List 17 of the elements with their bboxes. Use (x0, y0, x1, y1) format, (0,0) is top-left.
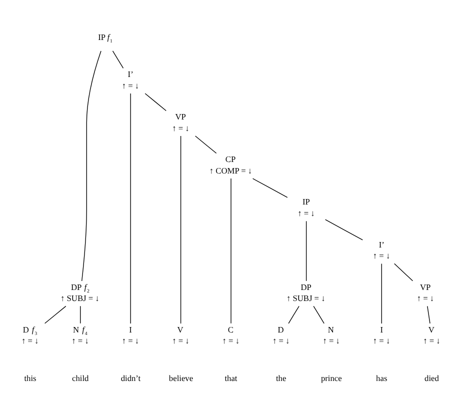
connector (427, 305, 430, 324)
connector (112, 50, 124, 68)
connector (252, 178, 288, 198)
connector (81, 50, 102, 281)
connector (130, 92, 131, 324)
connector (394, 262, 414, 281)
connector (306, 220, 307, 281)
connector (381, 262, 382, 324)
connector (144, 92, 166, 111)
connector (194, 135, 217, 154)
connector (44, 305, 66, 324)
connector (180, 135, 182, 324)
connector (80, 305, 81, 324)
connector (288, 305, 300, 324)
connector (324, 218, 363, 240)
connector (313, 305, 324, 324)
connector (230, 178, 232, 324)
